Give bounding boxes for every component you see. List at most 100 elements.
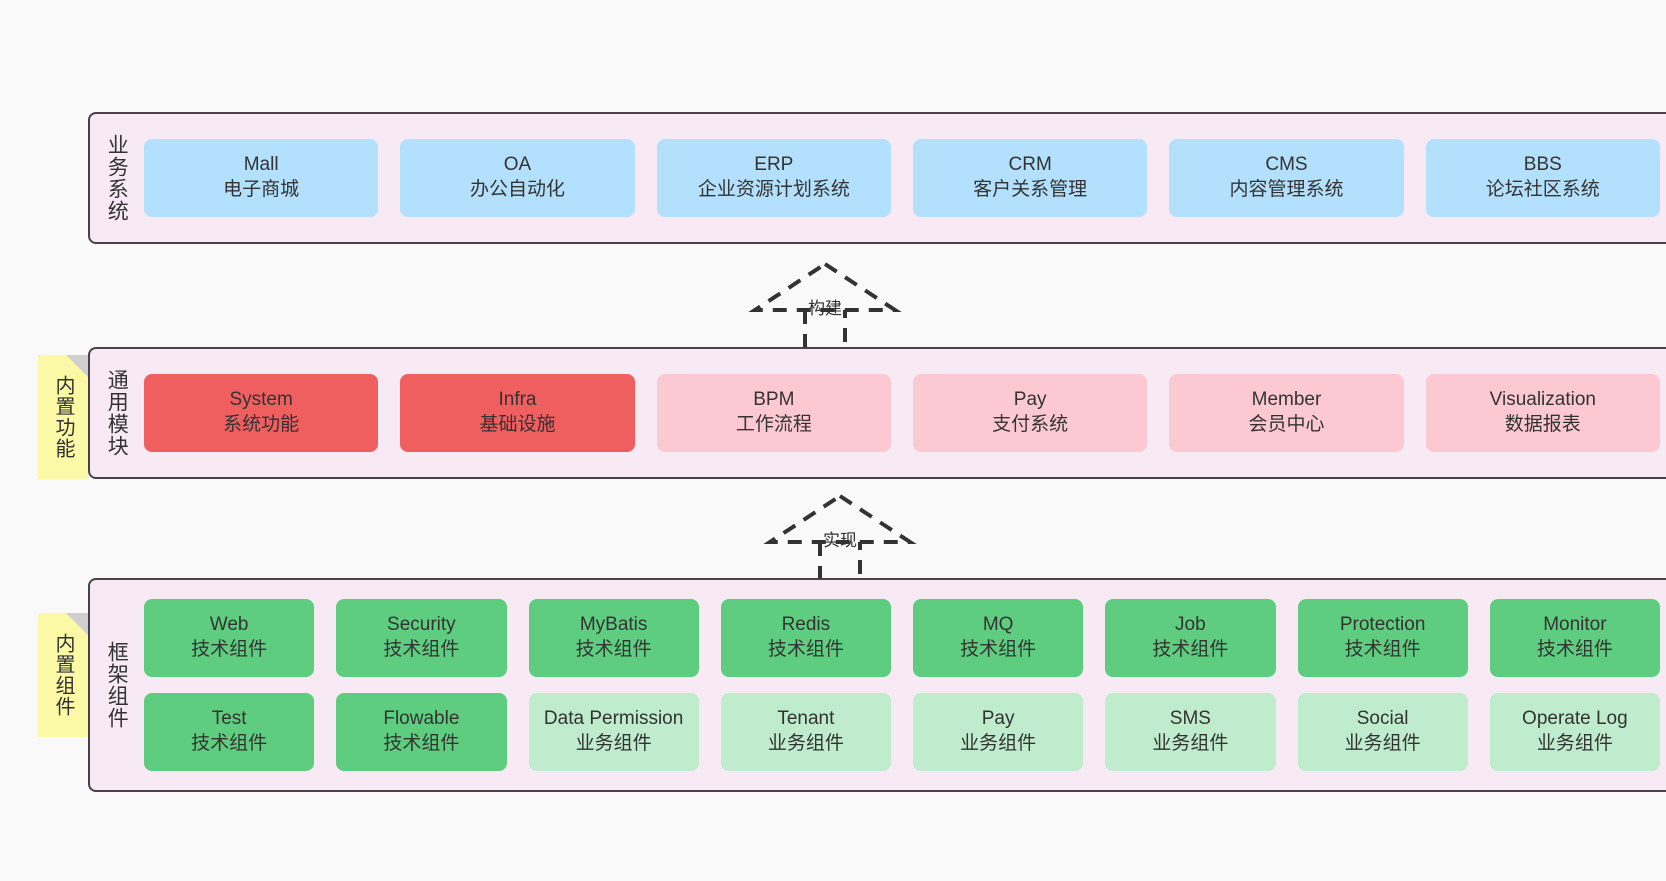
layer-row: Mall 电子商城 OA 办公自动化 ERP 企业资源计划系统 CRM 客户关系… [144,139,1660,217]
node-web[interactable]: Web 技术组件 [144,599,315,677]
node-subtitle: 电子商城 [223,179,300,200]
node-title: MQ [982,614,1014,636]
node-title: Member [1251,389,1322,411]
note-label: 内置组件 [52,633,74,717]
node-infra[interactable]: Infra 基础设施 [400,374,635,452]
node-title: Infra [498,389,537,411]
node-mall[interactable]: Mall 电子商城 [144,139,379,217]
node-subtitle: 技术组件 [1344,639,1421,660]
layer-title-common-modules: 通用模块 [105,369,129,457]
node-subtitle: 支付系统 [992,414,1069,435]
node-bbs[interactable]: BBS 论坛社区系统 [1425,139,1660,217]
node-title: BPM [753,389,795,411]
node-title: Flowable [383,708,460,730]
node-title: Tenant [777,708,835,730]
node-title: Redis [781,614,831,636]
node-flowable[interactable]: Flowable 技术组件 [336,693,507,771]
node-pay[interactable]: Pay 支付系统 [912,374,1148,452]
note-builtin-components: 内置组件 [38,613,88,737]
node-protection[interactable]: Protection 技术组件 [1297,599,1468,677]
node-title: Security [387,614,456,636]
arrow-tail-icon [803,310,847,356]
layer-body-framework-components: Web 技术组件 Security 技术组件 MyBatis 技术组件 Redi… [138,580,1666,790]
node-mybatis[interactable]: MyBatis 技术组件 [528,599,699,677]
node-subtitle: 技术组件 [191,733,268,754]
node-test[interactable]: Test 技术组件 [144,693,315,771]
node-title: Operate Log [1522,708,1628,730]
node-subtitle: 内容管理系统 [1229,179,1344,200]
arrow-tail-icon [818,542,862,588]
node-mq[interactable]: MQ 技术组件 [913,599,1084,677]
arrowhead-triangle-icon [748,261,902,312]
node-oa[interactable]: OA 办公自动化 [400,139,635,217]
node-title: Visualization [1489,389,1596,411]
node-subtitle: 业务组件 [1152,733,1229,754]
note-fold-corner-icon [66,355,88,377]
node-visualization[interactable]: Visualization 数据报表 [1425,374,1660,452]
node-title: Test [211,708,247,730]
node-security[interactable]: Security 技术组件 [336,599,507,677]
node-bpm[interactable]: BPM 工作流程 [656,374,891,452]
layer-row: Web 技术组件 Security 技术组件 MyBatis 技术组件 Redi… [144,599,1660,677]
node-pay-business[interactable]: Pay 业务组件 [913,693,1084,771]
node-title: CRM [1008,154,1052,176]
layer-row: System 系统功能 Infra 基础设施 BPM 工作流程 Pay 支付系统… [144,374,1660,452]
node-operate-log[interactable]: Operate Log 业务组件 [1489,693,1660,771]
node-subtitle: 系统功能 [223,414,300,435]
node-title: Job [1175,614,1206,636]
layer-framework-components: 框架组件 Web 技术组件 Security 技术组件 MyBatis 技术组件… [88,578,1666,792]
node-subtitle: 客户关系管理 [973,179,1088,200]
node-title: System [229,389,293,411]
node-member[interactable]: Member 会员中心 [1169,374,1404,452]
connector-implement: 实现 [760,490,920,590]
node-subtitle: 办公自动化 [469,179,565,200]
node-title: Data Permission [543,708,684,730]
node-title: SMS [1169,708,1211,730]
node-data-permission[interactable]: Data Permission 业务组件 [528,693,699,771]
node-subtitle: 论坛社区系统 [1485,179,1600,200]
connector-label-build: 构建 [808,299,842,318]
layer-body-common-modules: System 系统功能 Infra 基础设施 BPM 工作流程 Pay 支付系统… [138,349,1666,477]
node-subtitle: 业务组件 [575,733,652,754]
node-monitor[interactable]: Monitor 技术组件 [1489,599,1660,677]
node-title: Pay [981,708,1015,730]
node-cms[interactable]: CMS 内容管理系统 [1169,139,1404,217]
node-subtitle: 技术组件 [383,639,460,660]
node-sms[interactable]: SMS 业务组件 [1105,693,1276,771]
node-social[interactable]: Social 业务组件 [1297,693,1468,771]
node-erp[interactable]: ERP 企业资源计划系统 [656,139,891,217]
node-job[interactable]: Job 技术组件 [1105,599,1276,677]
note-label: 内置功能 [52,375,74,459]
node-title: OA [503,154,532,176]
arrowhead-triangle-icon [763,493,917,544]
node-redis[interactable]: Redis 技术组件 [720,599,891,677]
node-subtitle: 技术组件 [383,733,460,754]
node-tenant[interactable]: Tenant 业务组件 [720,693,891,771]
node-title: Web [209,614,249,636]
node-title: BBS [1523,154,1562,176]
layer-title-framework-components: 框架组件 [105,641,129,729]
connector-build: 构建 [745,258,905,358]
node-subtitle: 技术组件 [191,639,268,660]
node-title: Mall [243,154,279,176]
node-subtitle: 业务组件 [767,733,844,754]
node-title: Protection [1339,614,1426,636]
note-fold-corner-icon [66,613,88,635]
node-title: ERP [754,154,794,176]
connector-label-implement: 实现 [823,531,857,550]
node-crm[interactable]: CRM 客户关系管理 [912,139,1148,217]
node-title: Social [1356,708,1409,730]
node-system[interactable]: System 系统功能 [144,374,379,452]
node-subtitle: 技术组件 [1152,639,1229,660]
node-subtitle: 业务组件 [1536,733,1613,754]
node-subtitle: 业务组件 [1344,733,1421,754]
node-title: Pay [1013,389,1047,411]
layer-business-systems: 业务系统 Mall 电子商城 OA 办公自动化 ERP 企业资源计划系统 CRM… [88,112,1666,244]
node-subtitle: 工作流程 [735,414,812,435]
node-subtitle: 基础设施 [479,414,556,435]
node-subtitle: 企业资源计划系统 [697,179,850,200]
node-subtitle: 技术组件 [960,639,1037,660]
node-subtitle: 数据报表 [1504,414,1581,435]
node-subtitle: 技术组件 [1536,639,1613,660]
